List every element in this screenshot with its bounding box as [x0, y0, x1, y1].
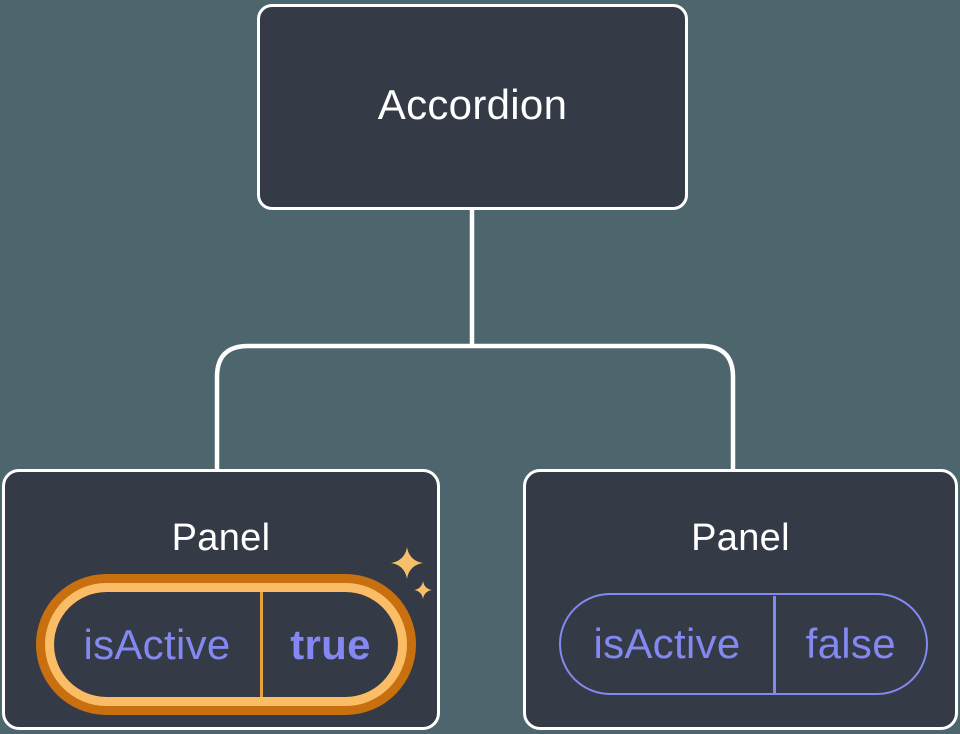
prop-value: false	[805, 620, 896, 667]
accordion-node: Accordion	[257, 4, 688, 210]
panel-node-label: Panel	[691, 517, 790, 559]
prop-value: true	[290, 620, 371, 668]
prop-name: isActive	[593, 620, 741, 667]
panel-node-active: Panel isActive true	[2, 469, 440, 730]
pill-divider	[773, 595, 776, 693]
sparkle-icon	[391, 547, 423, 579]
panel-node-label: Panel	[171, 517, 271, 559]
prop-pill-active: isActive true	[54, 592, 398, 697]
pill-divider	[260, 592, 263, 697]
prop-pill-inactive: isActive false	[559, 593, 928, 695]
connector-branch	[214, 343, 736, 470]
accordion-node-label: Accordion	[377, 81, 568, 129]
panel-node-inactive: Panel isActive false	[523, 469, 958, 730]
prop-name: isActive	[83, 620, 231, 668]
sparkle-icon	[414, 581, 432, 599]
